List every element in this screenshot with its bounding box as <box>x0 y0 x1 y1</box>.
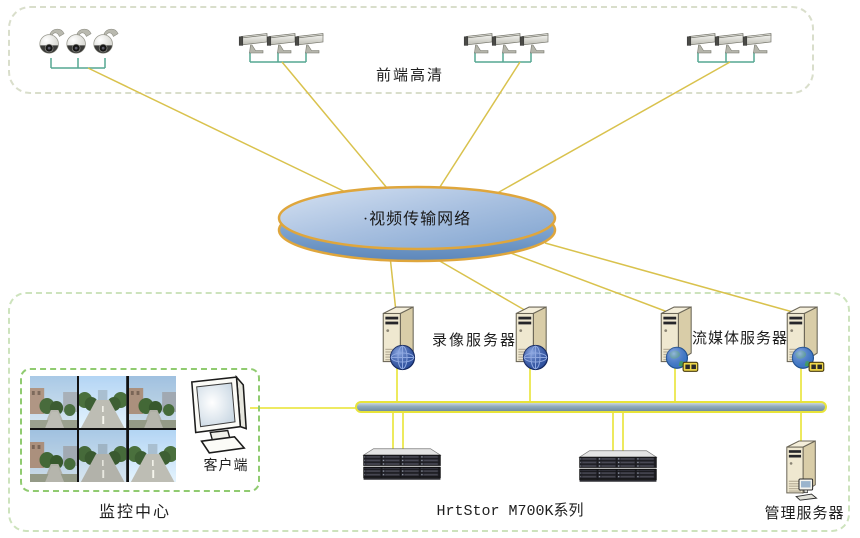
client-monitor-icon <box>186 374 252 456</box>
video-wall-cell <box>79 430 126 482</box>
video-wall-cell <box>30 376 77 428</box>
ptz-dome-camera-icon <box>91 27 119 59</box>
network-cloud: ·视频传输网络 <box>277 185 557 263</box>
network-bus-bar <box>355 401 827 413</box>
recording-server-label: 录像服务器 <box>432 333 518 349</box>
workstation-icon <box>795 478 820 501</box>
monitoring-center-label: 监控中心 <box>98 504 171 521</box>
cloud-uplinks <box>87 61 801 315</box>
globe-media-icon <box>791 346 825 373</box>
video-wall-cell <box>129 376 176 428</box>
camera-cluster-links <box>50 52 755 69</box>
video-wall-cell <box>129 430 176 482</box>
bullet-camera-icon <box>742 30 776 56</box>
management-server <box>777 440 825 506</box>
streaming-server-label: 流媒体服务器 <box>692 331 789 347</box>
client-label: 客户端 <box>203 459 249 474</box>
video-wall <box>30 376 176 482</box>
disk-array-icon <box>362 448 442 485</box>
globe-media-icon <box>665 346 699 373</box>
bus-links <box>250 366 802 454</box>
management-server-label: 管理服务器 <box>764 506 845 522</box>
frontend-zone <box>8 6 814 94</box>
bullet-camera-icon <box>294 30 328 56</box>
storage-series-label: HrtStor M700K系列 <box>436 503 584 520</box>
disk-array-icon <box>578 450 658 487</box>
video-wall-cell <box>30 430 77 482</box>
bullet-camera-icon <box>519 30 553 56</box>
ptz-dome-camera-icon <box>37 27 65 59</box>
video-wall-cell <box>79 376 126 428</box>
frontend-zone-label: 前端高清 <box>375 68 444 84</box>
globe-icon <box>522 344 549 371</box>
network-cloud-label: ·视频传输网络 <box>363 209 471 228</box>
ptz-dome-camera-icon <box>64 27 92 59</box>
globe-icon <box>389 344 416 371</box>
backend-zone <box>8 292 850 532</box>
recording-server-1 <box>373 306 421 372</box>
monitoring-center-zone <box>20 368 260 492</box>
